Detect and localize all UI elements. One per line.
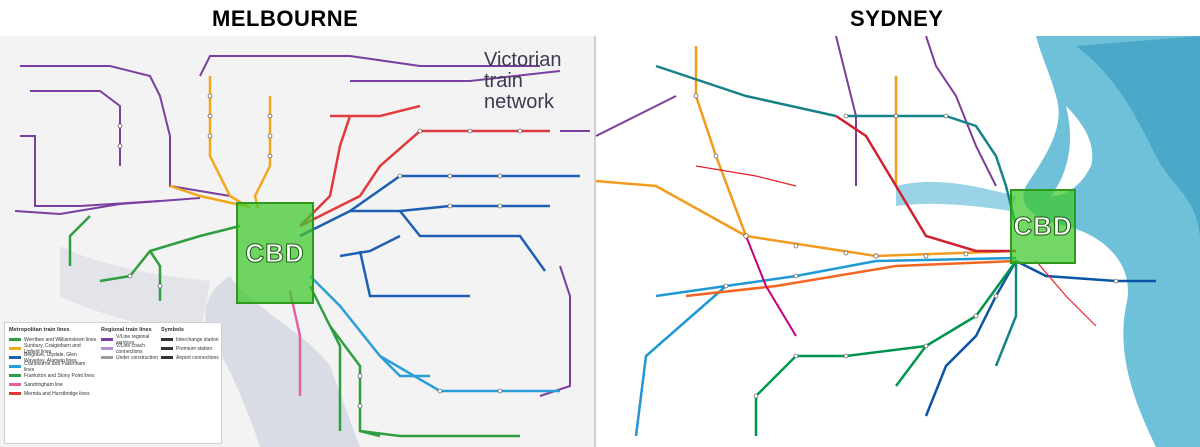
sydney-heading: SYDNEY [850, 6, 944, 31]
legend-metro-label: Cranbourne and Pakenham lines [24, 360, 86, 373]
legend-symbol-row: Interchange station [161, 335, 219, 344]
regional-lines [14, 55, 590, 397]
legend-symbol-row: Airport connections [161, 353, 219, 362]
t8-lines [754, 260, 1018, 436]
legend-metro-title: Metropolitan train lines [9, 327, 70, 333]
brand-line-1: Victorian [484, 49, 562, 71]
legend-metro-label: Sandringham line [24, 381, 63, 388]
legend-metro-swatch [9, 374, 21, 377]
sydney-map-lines [596, 36, 1200, 447]
legend-regional-row: V/Line coach connections [101, 342, 159, 355]
t9-line [835, 114, 1016, 253]
melbourne-stations [117, 93, 523, 409]
legend-symbol-label: Airport connections [176, 354, 219, 361]
legend-metro-swatch [9, 365, 21, 368]
legend-regional-label: Under construction [116, 354, 158, 361]
western-region [60, 246, 210, 336]
legend-symbol-swatch [161, 356, 173, 359]
t1-lines [596, 46, 1017, 258]
legend-metro-label: Werribee and Williamstown lines [24, 336, 97, 343]
legend-metro-swatch [9, 392, 21, 395]
legend-metro-label: Frankston and Stony Point lines [24, 372, 95, 379]
sydney-stations [693, 93, 1119, 399]
legend-symbols-title: Symbols [161, 327, 184, 333]
legend-metro-label: Sunbury, Craigieburn and Upfield lines [24, 342, 81, 355]
sydney-cbd-highlight: CBD [1010, 189, 1076, 264]
melbourne-cbd-highlight: CBD [236, 202, 314, 304]
melbourne-heading: MELBOURNE [212, 6, 359, 31]
legend-metro-label: Belgrave, Lilydale, Glen Waverley, Alame… [24, 351, 77, 364]
werribee-lines [68, 215, 241, 301]
legend-metro-row: Belgrave, Lilydale, Glen Waverley, Alame… [9, 351, 97, 364]
legend-symbol-swatch [161, 338, 173, 341]
legend-regional-swatch [101, 356, 113, 359]
legend-regional-label: V/Line regional services [116, 333, 150, 346]
peninsula-land [1051, 106, 1093, 196]
t2-lines [634, 256, 1017, 437]
legend-metro-column: Metropolitan train lines Werribee and Wi… [9, 327, 97, 398]
sydney-regional-lines [596, 36, 997, 187]
legend-metro-swatch [9, 338, 21, 341]
pakenham-lines [309, 275, 560, 393]
legend-metro-label: Mernda and Hurstbridge lines [24, 390, 90, 397]
legend-symbol-label: Interchange station [176, 336, 219, 343]
legend-symbol-swatch [161, 347, 173, 350]
legend-metro-row: Sunbury, Craigieburn and Upfield lines [9, 342, 97, 355]
victorian-train-network-brand: Victorian train network [484, 50, 594, 113]
belgrave-lines [299, 174, 580, 298]
port-phillip-bay [205, 276, 360, 447]
legend-regional-column: Regional train lines V/Line regional ser… [101, 327, 159, 362]
legend-regional-swatch [101, 347, 113, 350]
melbourne-train-map[interactable]: Victorian train network CBD Metropolitan… [0, 36, 596, 447]
frankston-lines [308, 285, 520, 438]
legend-metro-swatch [9, 347, 21, 350]
melbourne-map-legend: Metropolitan train lines Werribee and Wi… [4, 322, 222, 444]
brand-line-2: train network [484, 70, 555, 113]
t3-line [685, 259, 1017, 298]
legend-regional-swatch [101, 338, 113, 341]
legend-regional-row: Under construction [101, 353, 159, 362]
legend-metro-row: Frankston and Stony Point lines [9, 371, 97, 380]
legend-metro-swatch [9, 356, 21, 359]
legend-metro-row: Mernda and Hurstbridge lines [9, 389, 97, 398]
mernda-lines [299, 104, 550, 228]
legend-regional-row: V/Line regional services [101, 333, 159, 346]
legend-metro-swatch [9, 383, 21, 386]
legend-metro-row: Sandringham line [9, 380, 97, 389]
parramatta-river [896, 181, 1016, 211]
legend-symbol-label: Premium station [176, 345, 213, 352]
legend-metro-row: Cranbourne and Pakenham lines [9, 360, 97, 373]
sandringham-line [288, 290, 302, 396]
light-rail-lines [695, 165, 1097, 327]
t5-line [745, 235, 797, 337]
legend-metro-row: Werribee and Williamstown lines [9, 335, 97, 344]
sydney-train-map[interactable]: CBD [596, 36, 1200, 447]
legend-regional-title: Regional train lines [101, 327, 152, 333]
t4-lines [924, 259, 1156, 417]
ocean-water [1076, 36, 1200, 236]
legend-symbol-row: Premium station [161, 344, 219, 353]
legend-regional-label: V/Line coach connections [116, 342, 145, 355]
melbourne-map-lines [14, 55, 590, 447]
